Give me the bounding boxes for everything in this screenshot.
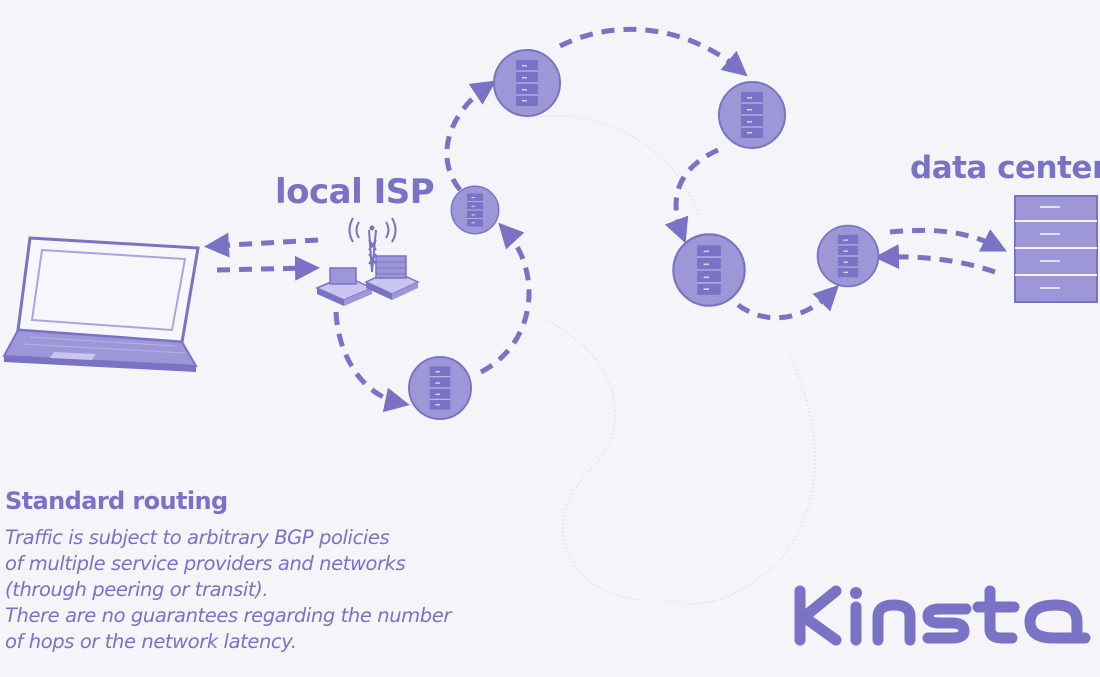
kinsta-logo <box>794 585 1091 646</box>
info-line: (through peering or transit). <box>5 578 269 601</box>
router-node-4 <box>718 81 786 149</box>
link-node4-to-node5 <box>664 147 720 244</box>
laptop-icon <box>2 236 200 372</box>
link-isp-to-laptop <box>204 232 319 258</box>
isp-label: local ISP <box>275 172 435 212</box>
info-line: of hops or the network latency. <box>5 630 297 653</box>
router-node-5 <box>672 233 746 307</box>
router-node-2 <box>450 185 500 235</box>
info-panel: Standard routing Traffic is subject to a… <box>5 487 451 655</box>
info-line: of multiple service providers and networ… <box>5 552 406 575</box>
isp-buildings-icon <box>315 217 420 306</box>
datacenter-label: data center <box>910 150 1100 186</box>
link-node3-to-node4 <box>558 26 748 77</box>
datacenter-rack-icon <box>1014 195 1098 303</box>
router-node-6 <box>816 224 880 288</box>
info-line: There are no guarantees regarding the nu… <box>5 604 451 627</box>
link-node2-to-node3 <box>444 80 497 192</box>
info-title: Standard routing <box>5 487 228 515</box>
link-isp-to-node1 <box>333 311 410 413</box>
link-node6-to-datacenter <box>889 227 1007 252</box>
router-node-1 <box>408 356 472 420</box>
link-datacenter-to-node6 <box>874 244 996 275</box>
info-line: Traffic is subject to arbitrary BGP poli… <box>5 526 390 549</box>
link-node5-to-node6 <box>736 284 840 321</box>
router-node-3 <box>493 49 561 117</box>
link-node1-to-node2 <box>479 222 532 375</box>
link-laptop-to-isp <box>216 255 320 281</box>
